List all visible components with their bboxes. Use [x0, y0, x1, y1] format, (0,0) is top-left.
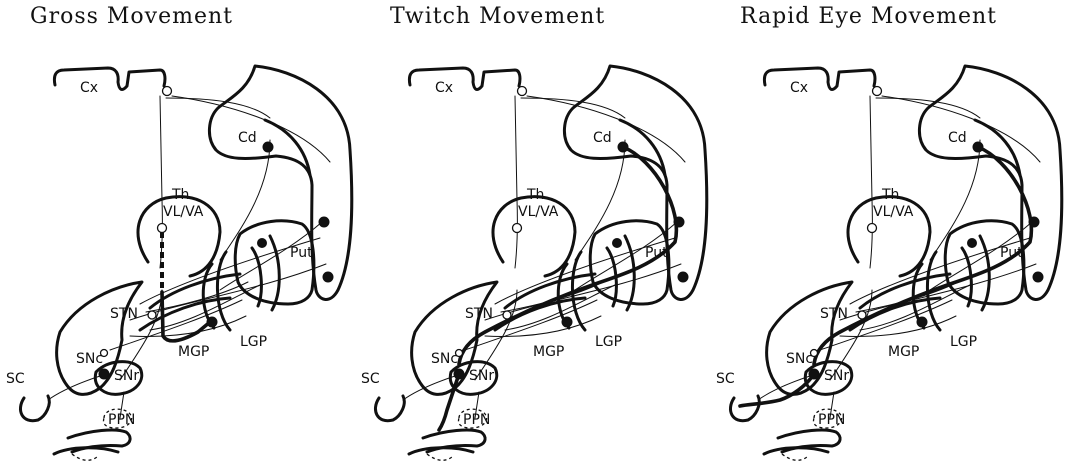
- panel-title-gross-movement: Gross Movement: [30, 4, 233, 29]
- label-cx: Cx: [790, 80, 808, 96]
- sc-fiber: [403, 376, 455, 400]
- caudate-outline: [209, 66, 351, 299]
- label-th: Th: [171, 187, 189, 203]
- label-snr: SNr: [824, 368, 849, 384]
- label-cx: Cx: [435, 80, 453, 96]
- caudate-neuron: [973, 142, 983, 152]
- snr-to-ppn-pathway: [439, 374, 459, 430]
- label-ppn: PPN: [108, 412, 135, 428]
- label-snc: SNc: [76, 351, 103, 367]
- cortex-to-putamen-fiber: [172, 96, 330, 162]
- pons-outline: [54, 448, 118, 454]
- label-lgp: LGP: [595, 334, 622, 350]
- label-cd: Cd: [238, 130, 257, 146]
- panel-title-twitch-movement: Twitch Movement: [390, 4, 605, 29]
- pons-outline: [764, 448, 828, 454]
- cortex-outline: [54, 68, 165, 89]
- label-sc: SC: [361, 371, 380, 387]
- label-lgp: LGP: [950, 334, 977, 350]
- twitch-movement-diagram: CxCdThVL/VA PutSTN LGP MGP SNcSNr SC PPN: [355, 40, 710, 465]
- label-stn: STN: [820, 306, 848, 322]
- label-cx: Cx: [80, 80, 98, 96]
- dashed-lower-contour: [72, 454, 98, 460]
- cortex-to-putamen-fiber: [882, 96, 1040, 162]
- cortex-to-putamen-fiber: [527, 96, 685, 162]
- stn-neuron: [148, 311, 156, 319]
- label-cd: Cd: [593, 130, 612, 146]
- cortex-outline: [409, 68, 520, 89]
- superior-colliculus-outline: [730, 396, 759, 421]
- snr-neuron: [454, 369, 464, 379]
- lgp-neuron: [968, 239, 977, 248]
- label-ppn: PPN: [818, 412, 845, 428]
- putamen-neuron-upper: [674, 217, 684, 227]
- lgp-neuron: [613, 239, 622, 248]
- lgp-neuron: [258, 239, 267, 248]
- label-mgp: MGP: [533, 344, 564, 360]
- corticothalamic-fiber: [515, 96, 517, 268]
- label-th: Th: [881, 187, 899, 203]
- snr-neuron: [809, 369, 819, 379]
- label-cd: Cd: [948, 130, 967, 146]
- label-vlva: VL/VA: [873, 204, 914, 220]
- long-fiber-2: [130, 264, 326, 320]
- striatonigral-pathway: [459, 147, 676, 364]
- caudate-neuron: [263, 142, 273, 152]
- mgp-neuron: [917, 317, 927, 327]
- caudate-neuron: [618, 142, 628, 152]
- putamen-neuron-upper: [1029, 217, 1039, 227]
- pons-outline: [409, 448, 473, 454]
- putamen-neuron-lower: [678, 272, 688, 282]
- label-put: Put: [290, 245, 313, 261]
- label-stn: STN: [465, 306, 493, 322]
- mgp-neuron: [562, 317, 572, 327]
- label-sc: SC: [6, 371, 25, 387]
- label-th: Th: [526, 187, 544, 203]
- thalamus-neuron: [513, 224, 522, 233]
- long-fiber-2: [840, 264, 1036, 320]
- label-snc: SNc: [431, 351, 458, 367]
- putamen-neuron-lower: [1033, 272, 1043, 282]
- striatonigral-pathway: [814, 147, 1031, 364]
- corticothalamic-fiber: [870, 96, 872, 268]
- label-ppn: PPN: [463, 412, 490, 428]
- lgp-edge-2: [270, 236, 279, 310]
- label-vlva: VL/VA: [163, 204, 204, 220]
- label-sc: SC: [716, 371, 735, 387]
- superior-colliculus-outline: [375, 396, 404, 421]
- label-put: Put: [1000, 245, 1023, 261]
- label-snr: SNr: [114, 368, 139, 384]
- cortex-neuron: [873, 87, 882, 96]
- cortex-outline: [764, 68, 875, 89]
- label-mgp: MGP: [888, 344, 919, 360]
- sc-fiber: [48, 376, 100, 400]
- label-stn: STN: [110, 306, 138, 322]
- label-put: Put: [645, 245, 668, 261]
- panel-title-rapid-eye-movement: Rapid Eye Movement: [740, 4, 997, 29]
- thalamus-neuron: [158, 224, 167, 233]
- label-lgp: LGP: [240, 334, 267, 350]
- caudate-outline: [564, 66, 706, 299]
- cortex-neuron: [518, 87, 527, 96]
- label-vlva: VL/VA: [518, 204, 559, 220]
- label-mgp: MGP: [178, 344, 209, 360]
- putamen-neuron-upper: [319, 217, 329, 227]
- cortex-neuron: [163, 87, 172, 96]
- thalamus-neuron: [868, 224, 877, 233]
- label-snr: SNr: [469, 368, 494, 384]
- label-snc: SNc: [786, 351, 813, 367]
- dashed-lower-contour: [782, 454, 808, 460]
- stn-neuron: [503, 311, 511, 319]
- mgp-neuron: [207, 317, 217, 327]
- putamen-neuron-lower: [323, 272, 333, 282]
- dashed-lower-contour: [427, 454, 453, 460]
- long-fiber-2: [485, 264, 681, 320]
- stn-neuron: [858, 311, 866, 319]
- snr-neuron: [99, 369, 109, 379]
- superior-colliculus-outline: [20, 396, 49, 421]
- caudate-outline: [919, 66, 1061, 299]
